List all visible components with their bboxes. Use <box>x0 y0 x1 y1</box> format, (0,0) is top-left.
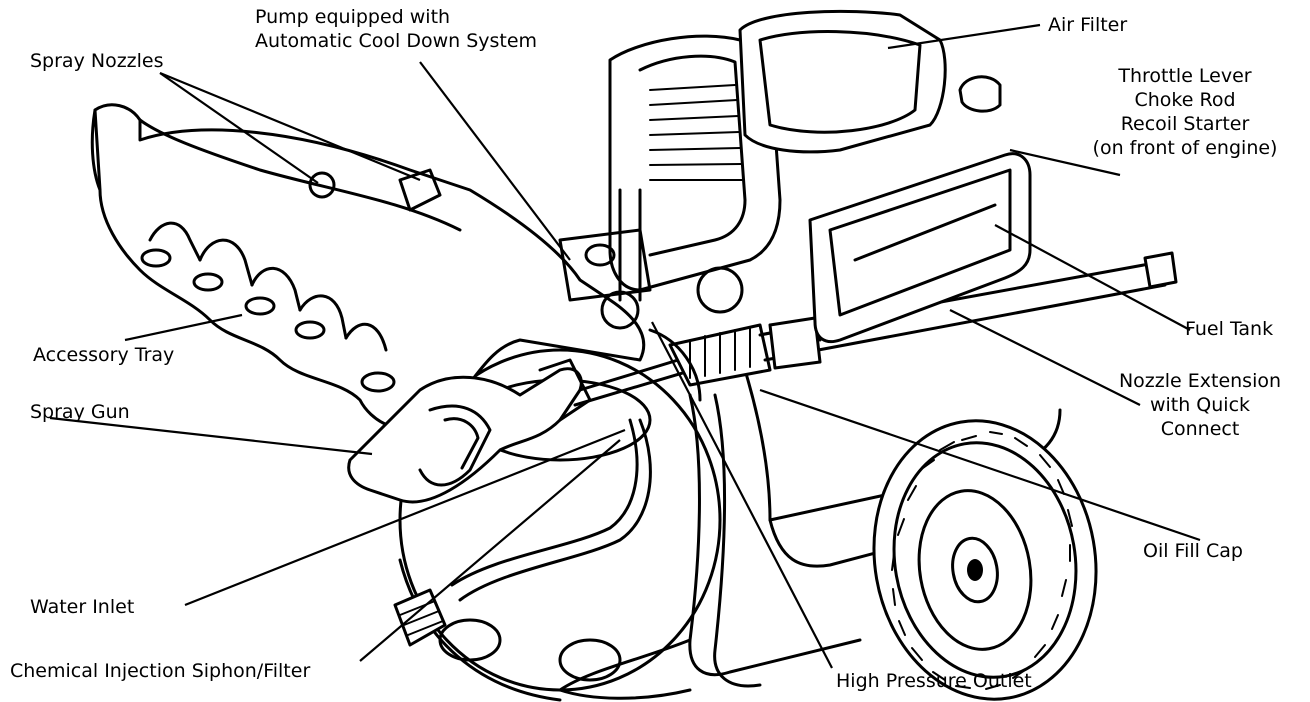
label-throttle-lever: Throttle Lever <box>1118 65 1252 87</box>
label-fuel-tank: Fuel Tank <box>1185 318 1274 340</box>
label-pump-line1: Pump equipped with <box>255 6 451 28</box>
label-spray-nozzles: Spray Nozzles <box>30 50 164 72</box>
label-pump-line2: Automatic Cool Down System <box>255 30 538 52</box>
leader-lines <box>49 23 1201 669</box>
label-oil-fill-cap: Oil Fill Cap <box>1143 540 1243 562</box>
frame-tube <box>558 368 1062 700</box>
label-recoil-starter: Recoil Starter <box>1120 113 1250 135</box>
label-high-pressure-outlet: High Pressure Outlet <box>836 670 1032 692</box>
label-choke-rod: Choke Rod <box>1134 89 1236 111</box>
fuel-tank-shape <box>808 75 1032 344</box>
engine-shape <box>558 9 947 330</box>
label-chemical-siphon: Chemical Injection Siphon/Filter <box>10 660 311 682</box>
label-engine-controls: Throttle Lever Choke Rod Recoil Starter … <box>1065 64 1305 160</box>
hoses <box>393 328 702 647</box>
label-spray-gun: Spray Gun <box>30 401 130 423</box>
label-nozzle-ext-line2: with Quick <box>1149 394 1251 416</box>
label-nozzle-ext-line3: Connect <box>1160 418 1240 440</box>
spray-gun-shape <box>347 323 822 504</box>
label-nozzle-extension: Nozzle Extension with Quick Connect <box>1095 369 1305 441</box>
label-air-filter: Air Filter <box>1048 14 1128 36</box>
label-water-inlet: Water Inlet <box>30 596 135 618</box>
label-recoil-note: (on front of engine) <box>1092 137 1278 159</box>
label-accessory-tray: Accessory Tray <box>33 344 175 366</box>
wheel <box>872 419 1098 701</box>
nozzle-extension-shape <box>758 251 1178 370</box>
label-nozzle-ext-line1: Nozzle Extension <box>1118 370 1282 392</box>
label-pump: Pump equipped with Automatic Cool Down S… <box>255 5 537 53</box>
